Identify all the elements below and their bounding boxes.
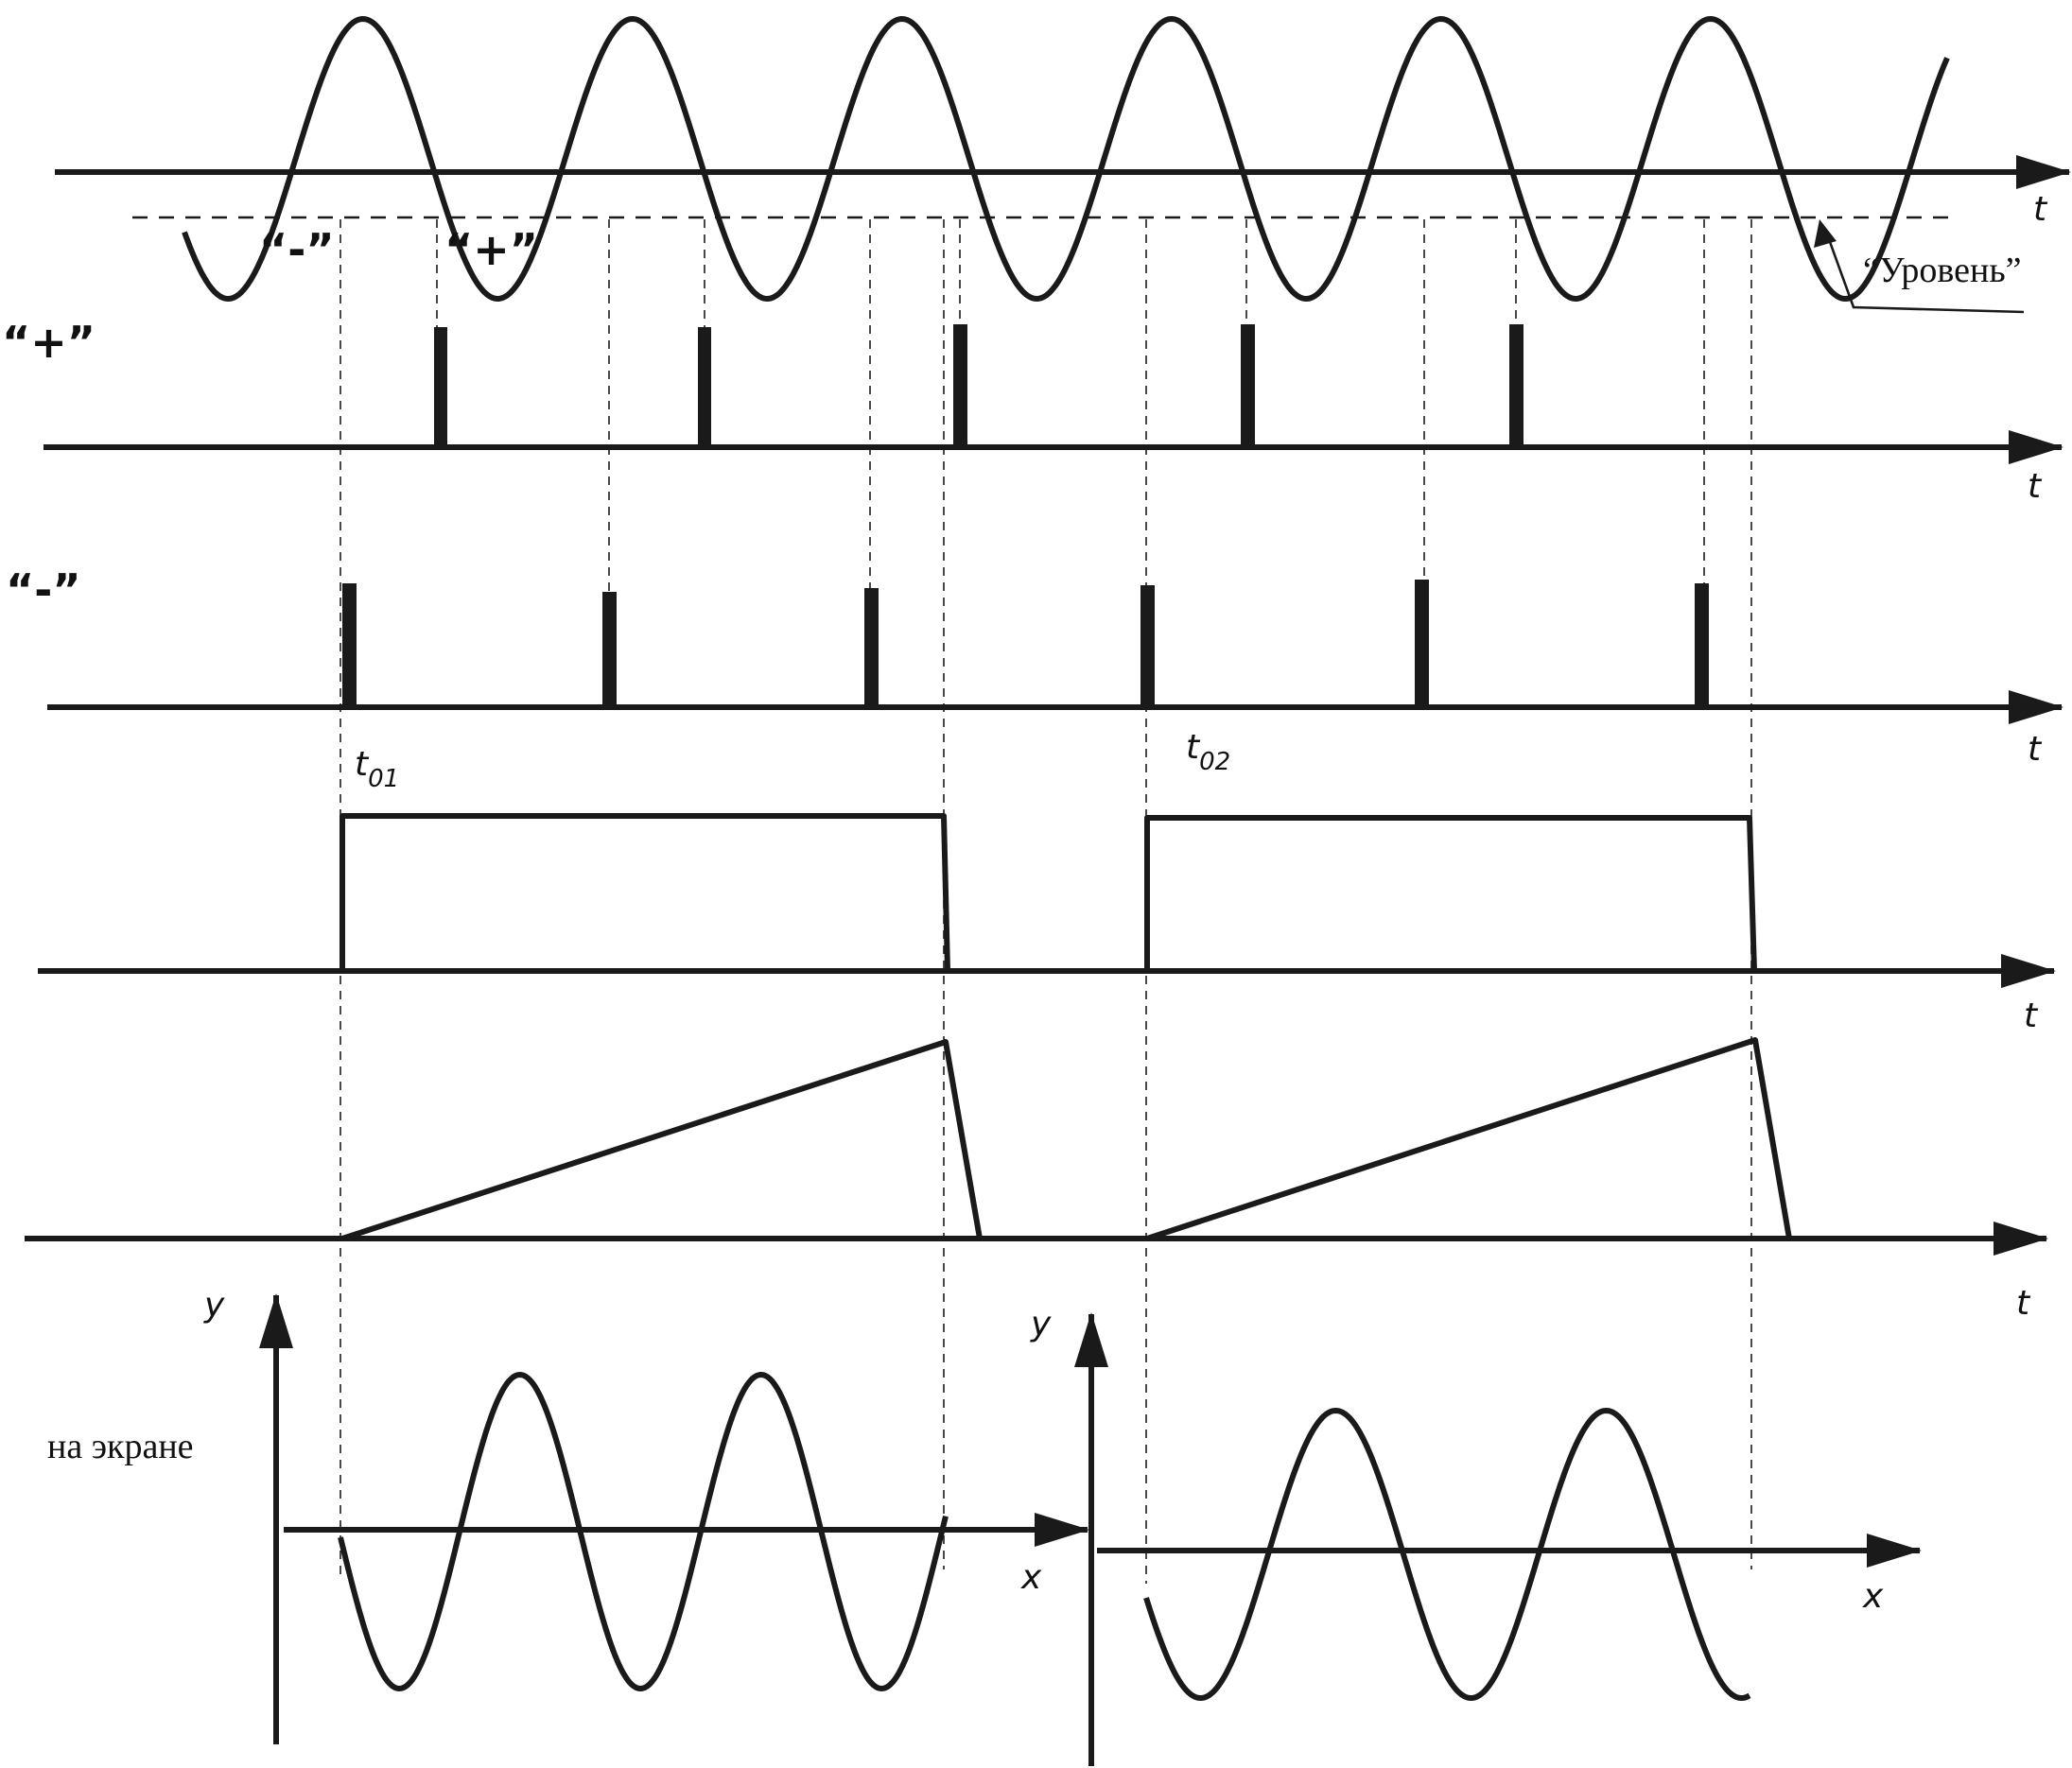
- t02-label: t02: [1186, 728, 1230, 776]
- level-pointer: [1823, 228, 2025, 314]
- minus-pulse: [342, 583, 357, 707]
- screen-display-2: [1074, 1312, 1922, 1766]
- sawtooth-ramp-1: [341, 1039, 983, 1241]
- t-axis-label: t: [2033, 190, 2048, 229]
- t-axis-label: t: [2028, 730, 2043, 769]
- level-pointer-arrowhead: [1814, 219, 1837, 248]
- sawtooth-ramp-2: [1146, 1037, 1792, 1241]
- screen-sine-wave-2: [1143, 1408, 1751, 1701]
- x-axis-label: x: [1020, 1558, 1042, 1597]
- x-axis-label: x: [1862, 1577, 1884, 1616]
- gate-pulse-2: [1144, 815, 1757, 972]
- plus-crossing-label: “+”: [444, 224, 538, 275]
- plus-pulse: [1509, 324, 1524, 444]
- gate-signal: [38, 813, 2056, 988]
- minus-pulse: [1695, 583, 1709, 707]
- sweep-signal: [25, 1037, 2048, 1256]
- level-label: “Уровень”: [1863, 251, 2022, 290]
- input-signal: [55, 16, 2071, 314]
- y-axis-label: y: [1030, 1305, 1052, 1343]
- t02-main: t: [1186, 728, 1201, 767]
- minus-pulses: [47, 580, 2063, 724]
- plus-pulse: [434, 327, 447, 447]
- t-axis-label: t: [2016, 1284, 2031, 1323]
- on-screen-label: на экране: [47, 1427, 194, 1466]
- t01-label: t01: [355, 745, 399, 793]
- gate-pulse-1: [340, 813, 950, 972]
- input-sine-wave: [182, 16, 1950, 302]
- plus-pulse: [698, 327, 711, 447]
- minus-pulse: [602, 592, 617, 707]
- minus-pulse: [1140, 585, 1155, 707]
- guide-lines: [340, 219, 1752, 1584]
- t02-subscript: 02: [1199, 748, 1230, 776]
- minus-pulse: [864, 588, 879, 707]
- y-axis-label: y: [203, 1286, 225, 1325]
- plus-pulse: [1241, 324, 1255, 444]
- minus-crossing-label: “-”: [259, 224, 335, 275]
- minus-pulse: [1415, 580, 1429, 707]
- t01-main: t: [355, 745, 370, 784]
- t-axis-label: t: [2028, 467, 2043, 506]
- t01-subscript: 01: [368, 765, 399, 793]
- plus-row-label: “+”: [2, 317, 96, 368]
- t-axis-label: t: [2024, 997, 2039, 1035]
- plus-pulse: [953, 324, 967, 447]
- minus-row-label: “-”: [6, 564, 81, 615]
- plus-pulses: [44, 324, 2063, 464]
- labels: t t t t t y y x x “+” “-” “-” “+” “Урове…: [2, 190, 2048, 1616]
- screen-sine-wave-1: [338, 1372, 949, 1691]
- screen-display-1: [259, 1293, 1089, 1744]
